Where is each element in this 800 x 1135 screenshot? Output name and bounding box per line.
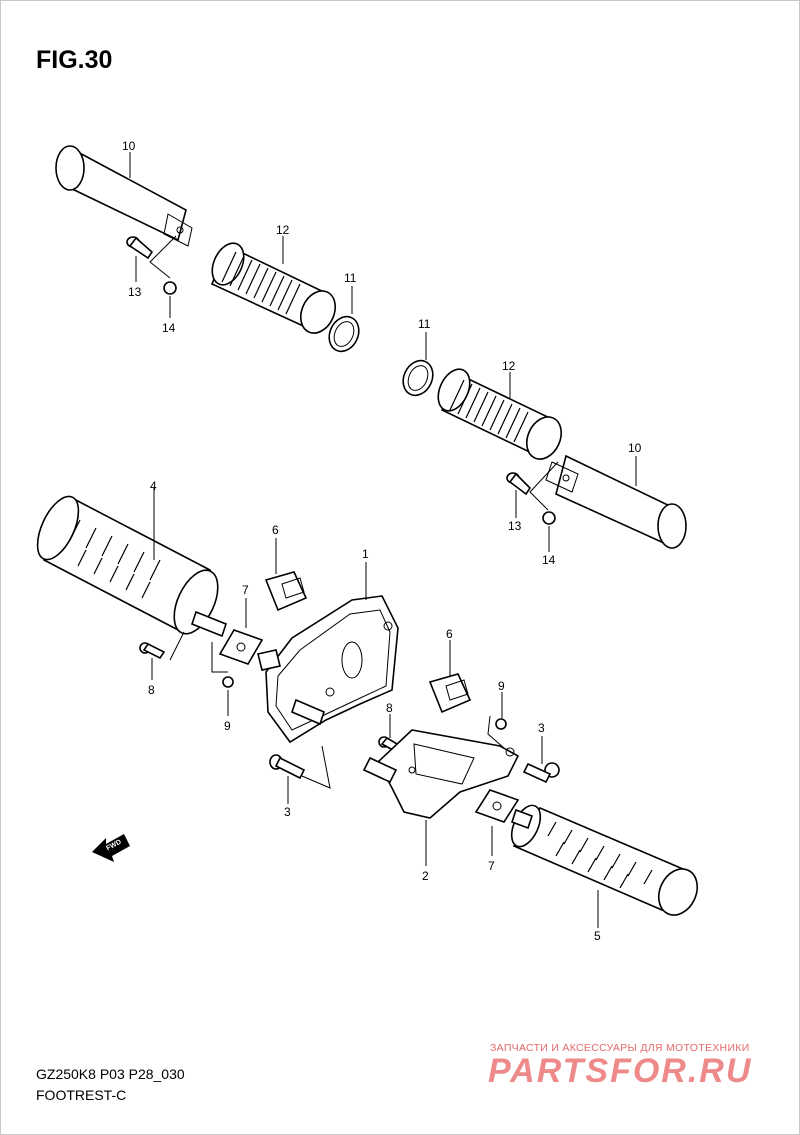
callout-11-right: 11	[418, 317, 431, 331]
part-7-right-washer	[474, 789, 520, 823]
model-code: GZ250K8 P03 P28_030	[36, 1066, 185, 1082]
callout-1: 1	[362, 547, 369, 561]
fwd-direction-arrow	[92, 834, 130, 862]
callout-11-left: 11	[344, 271, 357, 285]
callout-8-left: 8	[148, 683, 155, 697]
callout-6-left: 6	[272, 523, 279, 537]
callout-7-left: 7	[242, 583, 249, 597]
callout-4: 4	[150, 479, 157, 493]
diagram-caption: FOOTREST-C	[36, 1087, 127, 1103]
callout-6-right: 6	[446, 627, 453, 641]
part-12-left-rubber	[210, 242, 337, 334]
callout-8-right: 8	[386, 701, 393, 715]
callout-14-left: 14	[162, 321, 176, 335]
watermark-logo: PARTSFOR.RU	[488, 1052, 753, 1090]
callout-10-left: 10	[122, 139, 136, 153]
callout-2: 2	[422, 869, 429, 883]
part-3-left-bolt	[269, 754, 306, 780]
callout-9-left: 9	[224, 719, 231, 733]
part-10-right-footrest-bar	[545, 454, 687, 549]
part-2-right-bracket	[362, 729, 520, 819]
part-3-right-bolt	[522, 762, 560, 784]
callout-13-left: 13	[128, 285, 142, 299]
part-6-right-spacer	[428, 673, 472, 714]
watermark-tagline: ЗАПЧАСТИ И АКСЕССУАРЫ ДЛЯ МОТОТЕХНИКИ	[490, 1042, 750, 1054]
part-11-right-ring	[402, 359, 434, 397]
part-14-right-clip	[542, 511, 556, 525]
part-13-left-bolt	[126, 236, 154, 260]
part-11-left-ring	[328, 315, 360, 353]
figure-title: FIG.30	[36, 46, 113, 74]
part-14-left-clip	[163, 281, 177, 295]
part-9-left-cotter	[222, 676, 234, 688]
callout-10-right: 10	[628, 441, 642, 455]
callout-3-right: 3	[538, 721, 545, 735]
callout-7-right: 7	[488, 859, 495, 873]
part-6-left-spacer	[264, 571, 308, 612]
callout-14-right: 14	[542, 553, 556, 567]
callout-13-right: 13	[508, 519, 522, 533]
part-4-left-footpeg	[36, 495, 227, 638]
part-8-left-pin	[139, 642, 166, 660]
part-1-footrest-bracket	[257, 595, 399, 744]
part-7-left-washer	[218, 629, 264, 665]
callout-5: 5	[594, 929, 601, 943]
callout-3-left: 3	[284, 805, 291, 819]
part-12-right-rubber	[437, 368, 563, 460]
part-5-right-footpeg	[510, 804, 699, 916]
callout-9-right: 9	[498, 679, 505, 693]
part-13-right-bolt	[506, 472, 532, 496]
callout-12-left: 12	[276, 223, 290, 237]
callout-12-right: 12	[502, 359, 516, 373]
part-9-right-cotter	[495, 718, 507, 730]
part-10-left-footrest-bar	[55, 145, 193, 247]
